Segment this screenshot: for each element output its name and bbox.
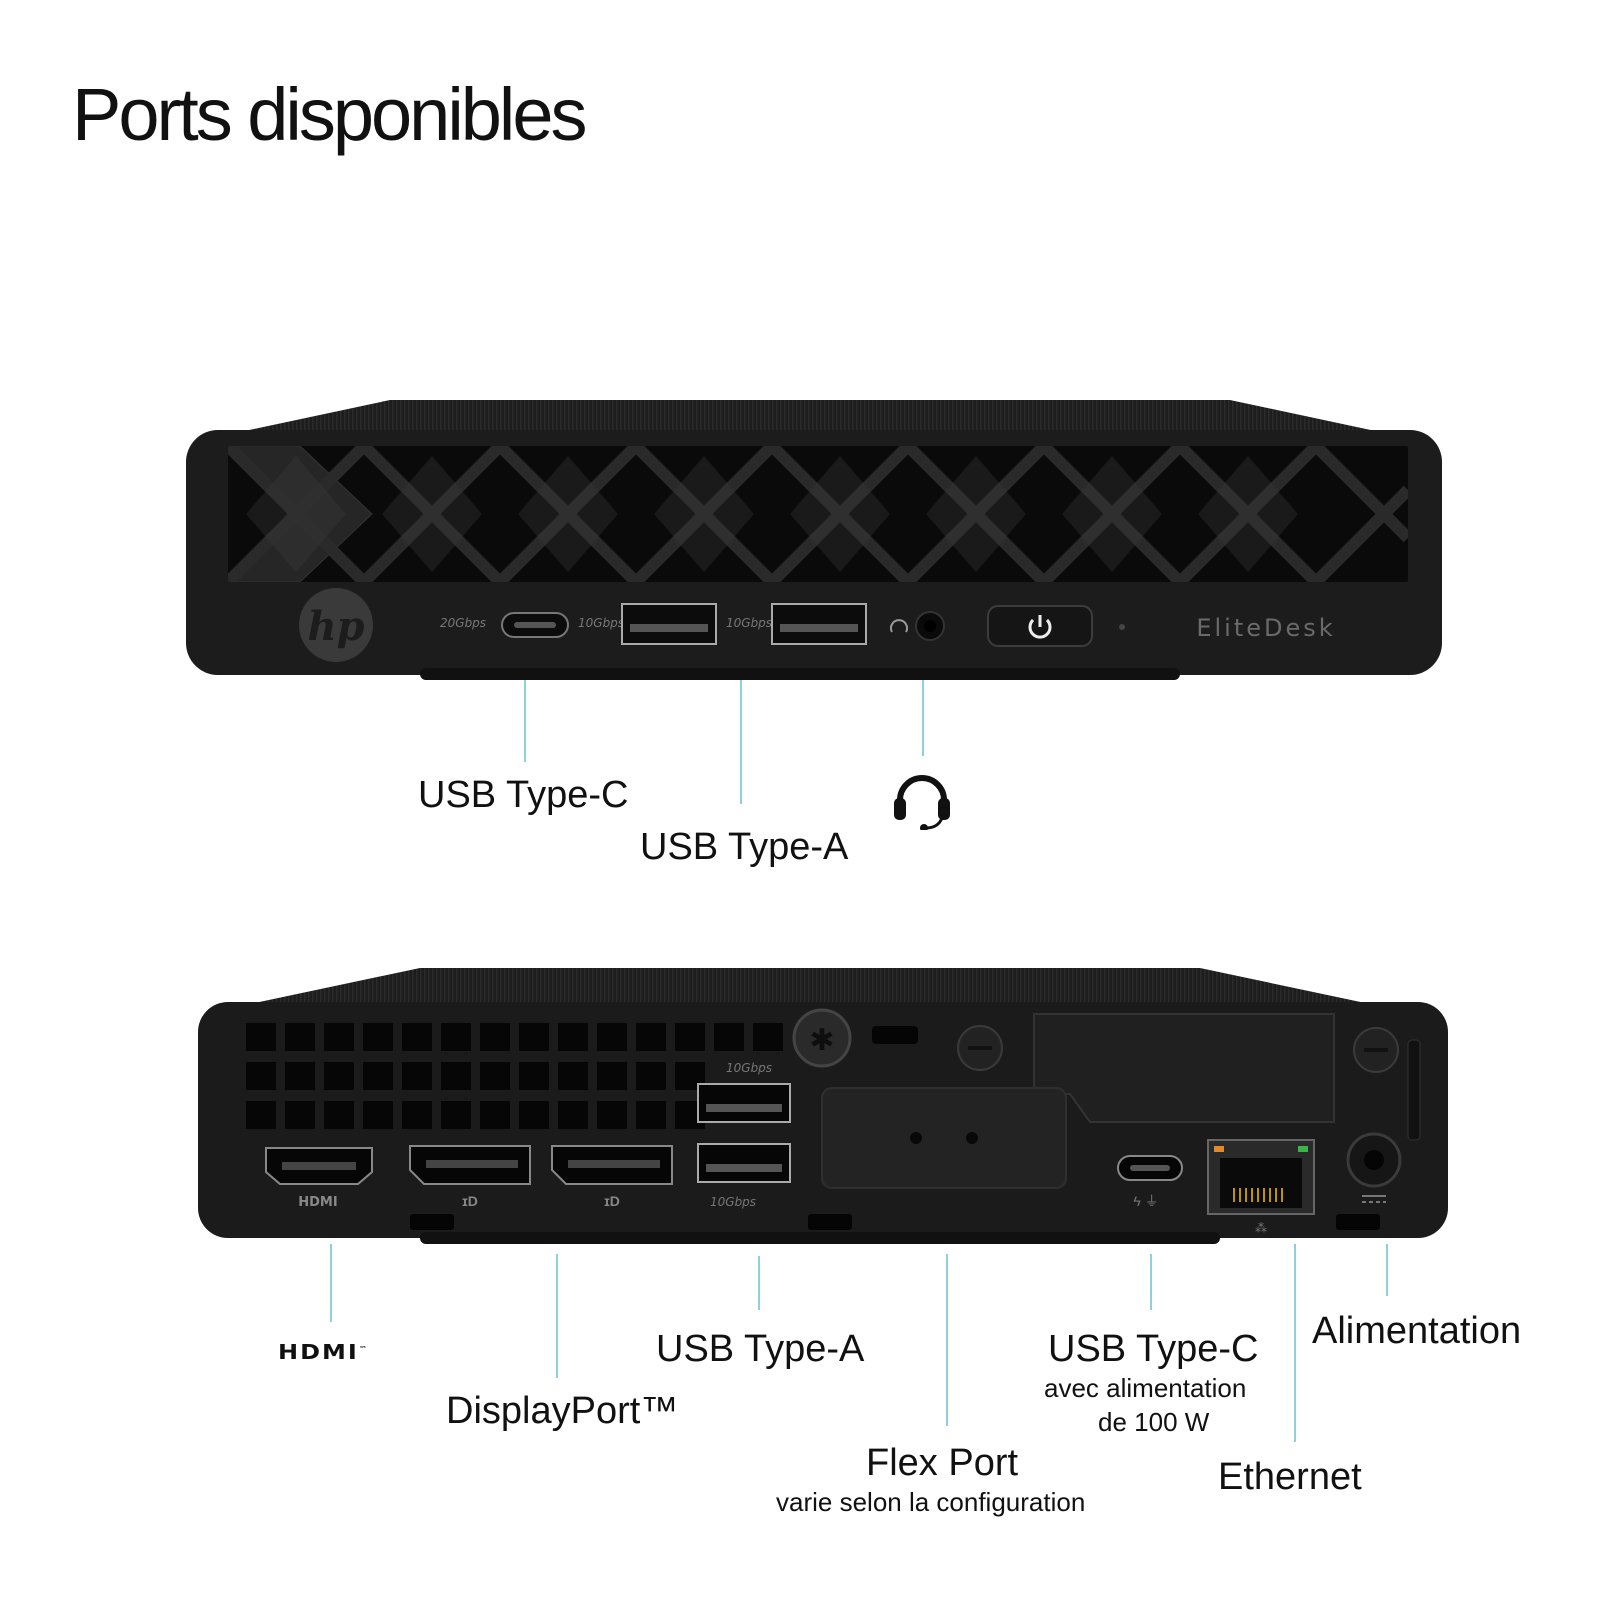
front-usb-a-port-1: 10Gbps bbox=[578, 603, 717, 645]
label-rear-ethernet: Ethernet bbox=[1218, 1456, 1362, 1498]
headset-icon bbox=[894, 775, 950, 830]
front-audio-jack bbox=[890, 611, 945, 641]
leader-front-usb-c bbox=[524, 680, 526, 762]
svg-text:10Gbps: 10Gbps bbox=[726, 1061, 772, 1075]
leader-rear-hdmi bbox=[330, 1244, 332, 1322]
flex-port-plate bbox=[821, 1013, 1335, 1189]
label-front-usb-a: USB Type-A bbox=[640, 826, 849, 868]
elitedesk-wordmark: EliteDesk bbox=[1196, 614, 1335, 642]
leader-front-audio bbox=[922, 680, 924, 756]
label-rear-displayport: DisplayPort™ bbox=[446, 1390, 679, 1432]
label-rear-usb-c: USB Type-C bbox=[1048, 1328, 1259, 1370]
svg-text:ɪD: ɪD bbox=[462, 1193, 478, 1209]
power-button bbox=[987, 605, 1093, 647]
rear-displayport-2: ɪD bbox=[551, 1145, 673, 1209]
front-usb-c-port: 20Gbps bbox=[440, 612, 569, 638]
rear-power-jack bbox=[1346, 1132, 1402, 1203]
leader-rear-usb-c bbox=[1150, 1254, 1152, 1310]
rear-usb-c-port: ϟ ⏚ bbox=[1117, 1155, 1183, 1209]
svg-text:⁂: ⁂ bbox=[1255, 1221, 1267, 1235]
svg-text:✱: ✱ bbox=[809, 1024, 834, 1057]
rear-displayport-1: ɪD bbox=[409, 1145, 531, 1209]
label-rear-usb-c-note-2: de 100 W bbox=[1098, 1407, 1210, 1437]
label-rear-hdmi-logo: HDMI™ bbox=[278, 1340, 367, 1364]
svg-text:HDMI: HDMI bbox=[298, 1195, 337, 1210]
label-rear-flex-port-note: varie selon la configuration bbox=[776, 1487, 1086, 1517]
label-rear-flex-port: Flex Port bbox=[866, 1442, 1019, 1484]
svg-text:ɪD: ɪD bbox=[604, 1193, 620, 1209]
svg-text:10Gbps: 10Gbps bbox=[710, 1195, 756, 1209]
rear-vent-grid bbox=[246, 1023, 783, 1129]
rear-hdmi-port: HDMI bbox=[265, 1147, 373, 1210]
svg-text:10Gbps: 10Gbps bbox=[726, 616, 772, 630]
label-rear-usb-c-note-1: avec alimentation bbox=[1044, 1373, 1247, 1403]
leader-rear-displayport bbox=[556, 1254, 558, 1378]
front-usb-a-port-2: 10Gbps bbox=[726, 603, 867, 645]
leader-rear-power bbox=[1386, 1244, 1388, 1296]
svg-text:ϟ ⏚: ϟ ⏚ bbox=[1133, 1193, 1158, 1209]
leader-front-usb-a bbox=[740, 680, 742, 804]
leader-rear-usb-a bbox=[758, 1256, 760, 1310]
rear-usb-a-ports: 10Gbps 10Gbps bbox=[697, 1061, 791, 1209]
leader-rear-ethernet bbox=[1294, 1244, 1296, 1442]
svg-text:hp: hp bbox=[307, 603, 364, 650]
page-title: Ports disponibles bbox=[72, 73, 588, 156]
rear-ethernet-port: ⁂ bbox=[1207, 1139, 1315, 1235]
label-front-usb-c: USB Type-C bbox=[418, 774, 629, 816]
hp-logo: hp bbox=[299, 588, 373, 662]
svg-text:20Gbps: 20Gbps bbox=[440, 616, 486, 630]
front-vent-grille bbox=[216, 434, 1420, 594]
svg-text:10Gbps: 10Gbps bbox=[578, 616, 624, 630]
leader-rear-flex-port bbox=[946, 1254, 948, 1426]
label-rear-power: Alimentation bbox=[1312, 1310, 1522, 1352]
thumbscrew: ✱ bbox=[792, 1008, 852, 1068]
label-rear-usb-a: USB Type-A bbox=[656, 1328, 865, 1370]
